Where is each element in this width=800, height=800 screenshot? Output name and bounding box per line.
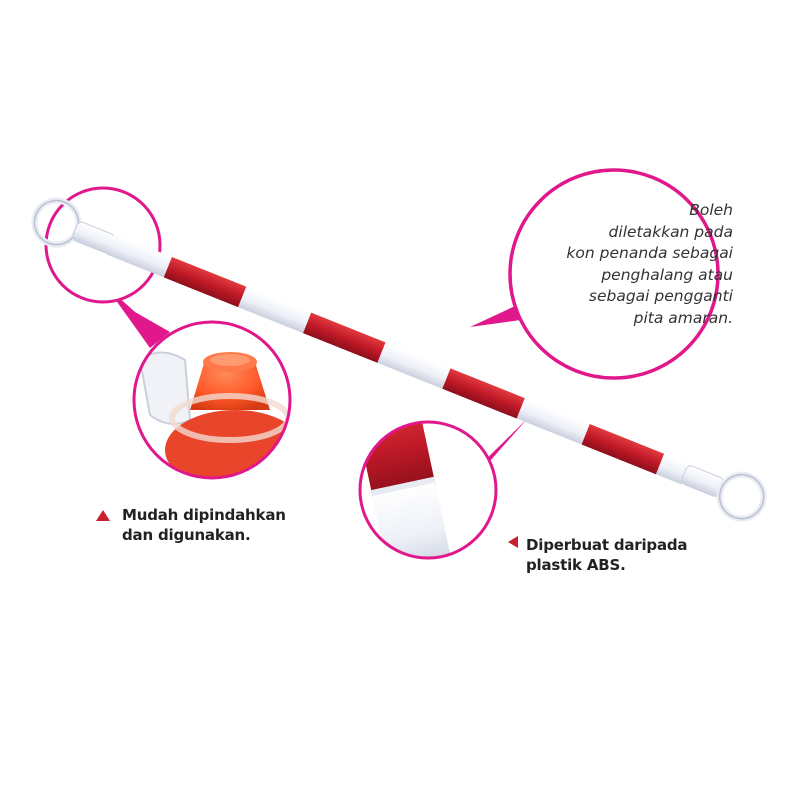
callout-pointer-left: [105, 285, 170, 348]
bubble-line: pita amaran.: [633, 308, 733, 327]
feature-caption-portable: Mudah dipindahkan dan digunakan.: [122, 505, 352, 545]
detail-circle-stripe: [358, 420, 498, 560]
caption-line: plastik ABS.: [526, 556, 626, 574]
bubble-line: penghalang atau: [601, 265, 733, 284]
detail-circle-cone-connector: [132, 320, 292, 480]
bubble-line: Boleh: [689, 201, 733, 219]
bubble-line: sebagai pengganti: [588, 287, 733, 305]
caption-line: dan digunakan.: [122, 526, 251, 544]
caption-line: Diperbuat daripada: [526, 536, 688, 554]
feature-caption-material: Diperbuat daripada plastik ABS.: [526, 535, 766, 575]
triangle-bullet-icon: [96, 510, 110, 521]
triangle-bullet-icon: [508, 536, 518, 548]
caption-line: Mudah dipindahkan: [122, 506, 286, 524]
bubble-line: kon penanda sebagai: [566, 244, 733, 262]
speech-bubble-text: Boleh diletakkan pada kon penanda sebaga…: [505, 200, 733, 329]
speech-bubble: [508, 168, 720, 380]
bubble-line: diletakkan pada: [608, 222, 733, 241]
cone-bar-barrier: [31, 197, 767, 522]
